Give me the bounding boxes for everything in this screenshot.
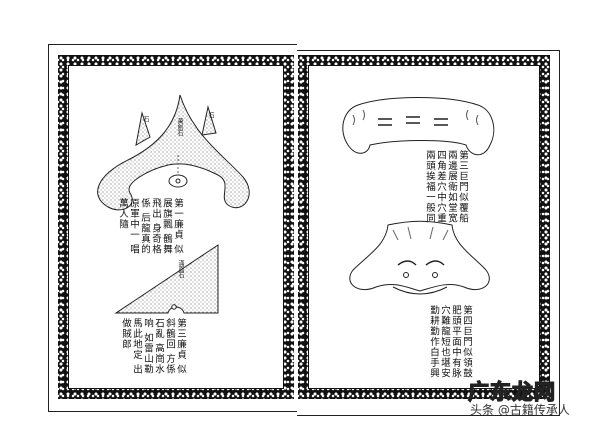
triangle-shape-figure: [114, 244, 219, 314]
caption-third-lianzhen: 第三廉貞 似斜鶴回 方係石亂 高崗水响 如雷山勒 馬此地定 出做賊郎: [120, 318, 186, 378]
right-page-outline: [297, 50, 560, 416]
text-column: 肥頭平面中有脉: [450, 305, 461, 379]
right-page-frame: [298, 55, 550, 399]
text-column: 方係石亂: [153, 318, 175, 375]
text-column: 四角差穴中穴重: [435, 150, 446, 224]
text-column: 似斜鶴回: [164, 318, 186, 375]
left-page-outline: [48, 44, 297, 412]
figure-label: 滿面石: [177, 260, 184, 278]
text-column: 原軍中一: [128, 198, 139, 240]
text-column: 出做賊郎: [120, 318, 142, 375]
caption-fourth-jumen: 第四巨門似領鼓 肥頭平面中有脉 穴難龍短也堪安 勤耕勤作白手興: [428, 305, 472, 387]
figure-label: 石: [142, 116, 149, 122]
text-column: 馬此地定: [131, 318, 142, 360]
text-column: 鶴舞飛出: [150, 198, 172, 255]
peak-shape-figure: [97, 94, 250, 211]
caption-third-jumen: 第三巨門似覆船 兩邊展衛如堂宽 四角差穴中穴重 兩頭挨福一般同: [424, 150, 468, 232]
text-column: 兩邊展衛如堂宽: [446, 150, 457, 224]
text-column: 勤耕勤作白手興: [428, 305, 439, 379]
figure-label: 萬劍石: [176, 118, 183, 136]
text-column: 唱萬人隨: [117, 198, 139, 255]
caption-first-lianzhen: 第一廉貞 似展旗飄 鶴舞飛出 身奇格係 后龍真的 原軍中一 唱萬人隨: [117, 198, 183, 258]
drum-shape-figure: [349, 220, 490, 295]
text-column: 第三巨門似覆船: [457, 150, 468, 224]
text-column: 第四巨門似領鼓: [461, 305, 472, 379]
text-column: 第三廉貞: [175, 318, 186, 360]
text-column: 如雷山勒: [142, 332, 153, 375]
text-column: 身奇格係: [139, 198, 161, 255]
watermark-caption: 头条 @古籍传承人: [470, 403, 570, 417]
text-column: 后龍真的: [139, 212, 150, 255]
left-page-illustrations: [97, 94, 250, 314]
text-column: 第一廉貞: [172, 198, 183, 240]
right-page-illustrations: [342, 97, 495, 295]
text-column: 似展旗飄: [161, 198, 183, 255]
text-column: 高崗水响: [142, 318, 164, 375]
text-column: 穴難龍短也堪安: [439, 305, 450, 379]
watermark-logo: 广东龙网: [467, 379, 556, 404]
overturned-boat-figure: [342, 97, 495, 156]
text-column: 兩頭挨福一般同: [424, 150, 435, 224]
figure-label: 石: [207, 112, 214, 118]
